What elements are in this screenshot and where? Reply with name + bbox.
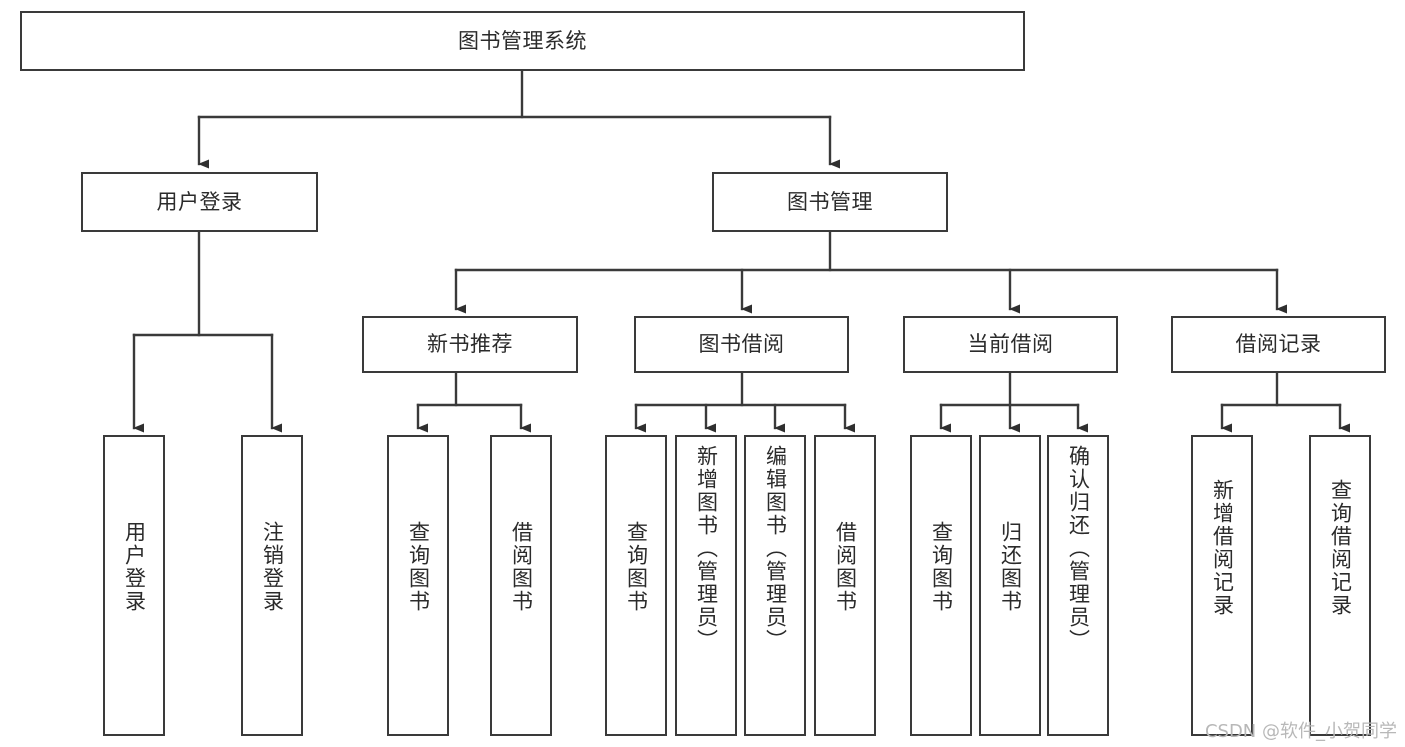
node-label: 查询借阅记录 xyxy=(1328,479,1353,617)
node-root-book-management-system[interactable]: 图书管理系统 xyxy=(20,11,1025,71)
node-label: 当前借阅 xyxy=(967,332,1054,357)
node-leaf-query-book-2[interactable]: 查询图书 xyxy=(605,435,667,736)
node-leaf-confirm-return[interactable]: 确认归还（管理员） xyxy=(1047,435,1109,736)
node-label: 新书推荐 xyxy=(427,332,513,357)
node-label: 用户登录 xyxy=(156,189,243,214)
node-label: 查询图书 xyxy=(624,521,649,613)
node-leaf-add-book[interactable]: 新增图书（管理员） xyxy=(675,435,737,736)
node-leaf-add-record[interactable]: 新增借阅记录 xyxy=(1191,435,1253,736)
node-label: 新增借阅记录 xyxy=(1210,479,1235,617)
node-label: 用户登录 xyxy=(122,521,147,613)
node-leaf-user-login[interactable]: 用户登录 xyxy=(103,435,165,736)
node-label: 借阅图书 xyxy=(509,521,534,613)
node-label: 新增图书（管理员） xyxy=(694,445,719,652)
node-label: 查询图书 xyxy=(929,521,954,613)
node-label: 图书借阅 xyxy=(698,332,785,357)
node-leaf-edit-book[interactable]: 编辑图书（管理员） xyxy=(744,435,806,736)
node-borrow-record[interactable]: 借阅记录 xyxy=(1171,316,1386,373)
node-user-login[interactable]: 用户登录 xyxy=(81,172,318,232)
node-label: 借阅记录 xyxy=(1235,332,1322,357)
node-label: 借阅图书 xyxy=(833,521,858,613)
node-label: 归还图书 xyxy=(998,521,1023,613)
node-label: 图书管理 xyxy=(787,189,873,214)
node-leaf-return-book[interactable]: 归还图书 xyxy=(979,435,1041,736)
node-book-borrow[interactable]: 图书借阅 xyxy=(634,316,849,373)
node-leaf-query-book-1[interactable]: 查询图书 xyxy=(387,435,449,736)
node-label: 查询图书 xyxy=(406,521,431,613)
node-leaf-query-record[interactable]: 查询借阅记录 xyxy=(1309,435,1371,736)
node-leaf-logout-login[interactable]: 注销登录 xyxy=(241,435,303,736)
node-leaf-query-book-3[interactable]: 查询图书 xyxy=(910,435,972,736)
node-new-book-recommend[interactable]: 新书推荐 xyxy=(362,316,578,373)
node-label: 编辑图书（管理员） xyxy=(763,445,788,652)
node-current-borrow[interactable]: 当前借阅 xyxy=(903,316,1118,373)
node-leaf-borrow-book-1[interactable]: 借阅图书 xyxy=(490,435,552,736)
node-label: 图书管理系统 xyxy=(458,28,587,53)
node-leaf-borrow-book-2[interactable]: 借阅图书 xyxy=(814,435,876,736)
node-label: 注销登录 xyxy=(260,521,285,613)
node-label: 确认归还（管理员） xyxy=(1066,445,1091,652)
node-book-management[interactable]: 图书管理 xyxy=(712,172,948,232)
